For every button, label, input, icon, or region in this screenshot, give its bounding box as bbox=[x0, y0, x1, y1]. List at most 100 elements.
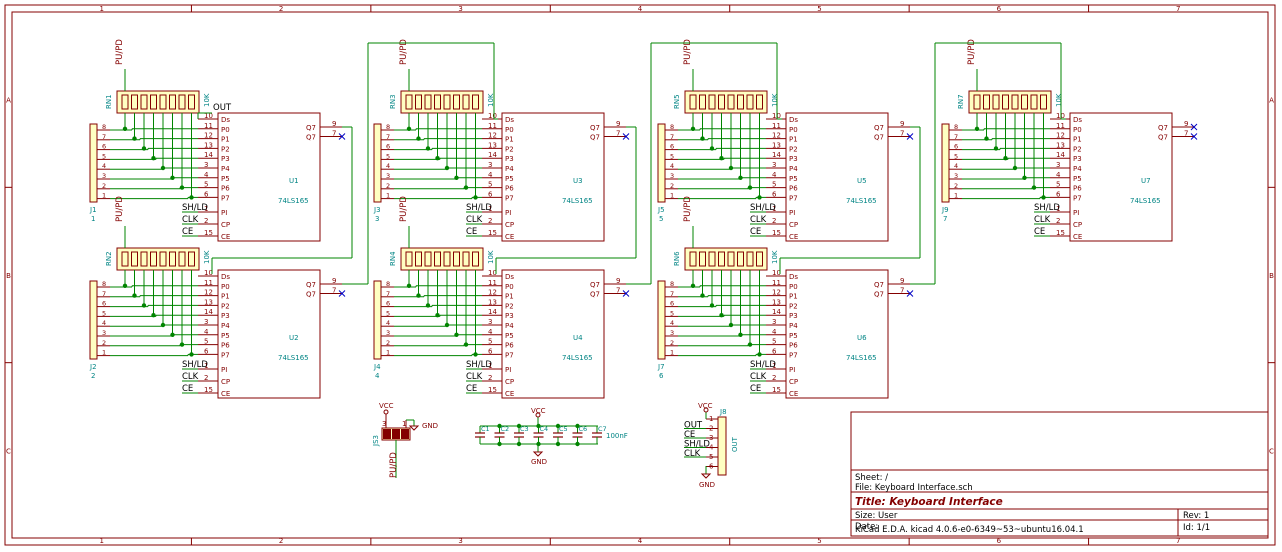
rn-resistor bbox=[462, 251, 470, 267]
col-label-bottom: 7 bbox=[1176, 537, 1180, 545]
ctrl-net-label: CLK bbox=[466, 372, 483, 382]
rn-body bbox=[684, 247, 768, 271]
chip-pin-name: P3 bbox=[505, 312, 514, 320]
chip-pin-number: 6 bbox=[488, 190, 493, 198]
chip-pin-number: 1 bbox=[204, 362, 208, 370]
no-connect-stroke bbox=[1190, 133, 1198, 140]
chip-pin-name: Ds bbox=[505, 116, 514, 124]
col-label-top: 7 bbox=[1176, 5, 1180, 13]
cap-ref: C6 bbox=[579, 425, 588, 433]
out-net-label: OUT bbox=[213, 103, 232, 113]
junction-dot bbox=[179, 185, 185, 190]
chip-pin-number: 2 bbox=[1056, 217, 1060, 225]
junction-dot bbox=[132, 293, 137, 298]
chip-ref: U6 bbox=[857, 334, 867, 342]
junction-dot bbox=[435, 156, 440, 161]
chip-pin-name: P0 bbox=[221, 283, 230, 291]
junction-dot bbox=[757, 195, 762, 200]
row-label-right: B bbox=[1269, 272, 1274, 280]
junction-dot bbox=[719, 156, 724, 161]
junction-dot bbox=[700, 293, 705, 298]
tb-rev: Rev: 1 bbox=[1183, 511, 1209, 521]
connector-ref: J7 bbox=[657, 363, 665, 371]
tb-tool: KiCad E.D.A. kicad 4.0.6-e0-6349~53~ubun… bbox=[855, 525, 1084, 535]
chip-pin-number: 13 bbox=[772, 298, 781, 306]
no-connect-stroke bbox=[338, 290, 346, 297]
chip-body bbox=[1069, 112, 1173, 242]
chip-pin-number: 15 bbox=[1056, 229, 1065, 237]
connector-pin-number: 4 bbox=[670, 319, 674, 327]
chip-pin-number: 11 bbox=[772, 279, 781, 287]
connector-pin-number: 1 bbox=[954, 192, 958, 200]
no-connect-mark bbox=[1190, 133, 1198, 140]
rn-resistor bbox=[415, 94, 422, 110]
rn-resistor bbox=[472, 94, 479, 110]
rn-resistor bbox=[424, 94, 432, 110]
junction-dot bbox=[690, 283, 696, 288]
connector-pin-number: 3 bbox=[386, 329, 390, 337]
connector-pin-number: 6 bbox=[954, 143, 958, 151]
chip-pin-number: 11 bbox=[1056, 122, 1065, 130]
rn-resistor bbox=[992, 94, 1000, 110]
chip-pin-name: P5 bbox=[1073, 175, 1082, 183]
chip-pin-number: 9 bbox=[900, 120, 904, 128]
connector-value: 7 bbox=[943, 215, 947, 223]
chip-pin-name: P3 bbox=[505, 155, 514, 163]
chip-pin-number: 9 bbox=[332, 277, 336, 285]
ctrl-net-label: CE bbox=[1034, 227, 1045, 237]
cap-ref: C1 bbox=[481, 425, 490, 433]
rn-resistor bbox=[699, 251, 706, 267]
ctrl-net-label: CE bbox=[182, 384, 193, 394]
col-label-top: 2 bbox=[279, 5, 283, 13]
connector-pin-number: 7 bbox=[102, 290, 106, 298]
rn-resistor bbox=[737, 94, 744, 110]
chip-pin-name: P6 bbox=[221, 185, 230, 193]
chip-pin-name: P4 bbox=[221, 165, 230, 173]
connector-pin-number: 4 bbox=[954, 162, 958, 170]
j8-pin-number: 4 bbox=[709, 444, 714, 452]
junction-dot bbox=[747, 342, 753, 347]
chip-value: 74LS165 bbox=[278, 354, 309, 362]
connector-pin-number: 6 bbox=[102, 300, 106, 308]
pupd-label: PU/PD bbox=[683, 196, 693, 222]
chip-pin-name: P2 bbox=[789, 145, 798, 153]
chip-pin-number: 3 bbox=[204, 318, 208, 326]
rn-resistor bbox=[727, 94, 735, 110]
junction-dot bbox=[728, 165, 734, 171]
chip-pin-name: P2 bbox=[221, 145, 230, 153]
chip-pin-number: 12 bbox=[772, 289, 781, 297]
chip-pin-number: 7 bbox=[616, 287, 620, 295]
chip-pin-name: PI bbox=[1073, 209, 1079, 217]
chip-pin-number: 5 bbox=[1056, 181, 1060, 189]
connector-pin-number: 8 bbox=[954, 123, 958, 131]
ctrl-net-label: SH/LD bbox=[466, 203, 492, 213]
j8-net-label: OUT bbox=[684, 421, 703, 431]
chip-pin-name: Ds bbox=[505, 273, 514, 281]
connector-body bbox=[89, 280, 98, 360]
chip-pin-number: 6 bbox=[488, 347, 493, 355]
rn-value: 10K bbox=[487, 93, 495, 107]
rn-resistor bbox=[746, 94, 754, 110]
chip-pin-number: 4 bbox=[488, 328, 493, 336]
title-block-border bbox=[850, 411, 1269, 537]
chip-body bbox=[785, 112, 889, 242]
junction-dot bbox=[555, 423, 561, 429]
col-label-bottom: 6 bbox=[997, 537, 1002, 545]
rn-body bbox=[684, 90, 768, 114]
junction-dot bbox=[738, 332, 743, 337]
chip-pin-number: 2 bbox=[488, 217, 492, 225]
rn-resistor bbox=[415, 251, 422, 267]
ctrl-net-label: CE bbox=[466, 227, 477, 237]
ctrl-net-label: SH/LD bbox=[466, 360, 492, 370]
ctrl-net-label: CLK bbox=[466, 215, 483, 225]
row-label-right: A bbox=[1269, 97, 1274, 105]
connector-pin-number: 6 bbox=[386, 300, 390, 308]
chip-pin-name: P1 bbox=[221, 136, 230, 144]
chip-pin-number: 12 bbox=[488, 132, 497, 140]
jumper-gnd-label: GND bbox=[422, 422, 438, 430]
no-connect-stroke bbox=[622, 133, 630, 140]
connector-pin-number: 2 bbox=[954, 182, 958, 190]
